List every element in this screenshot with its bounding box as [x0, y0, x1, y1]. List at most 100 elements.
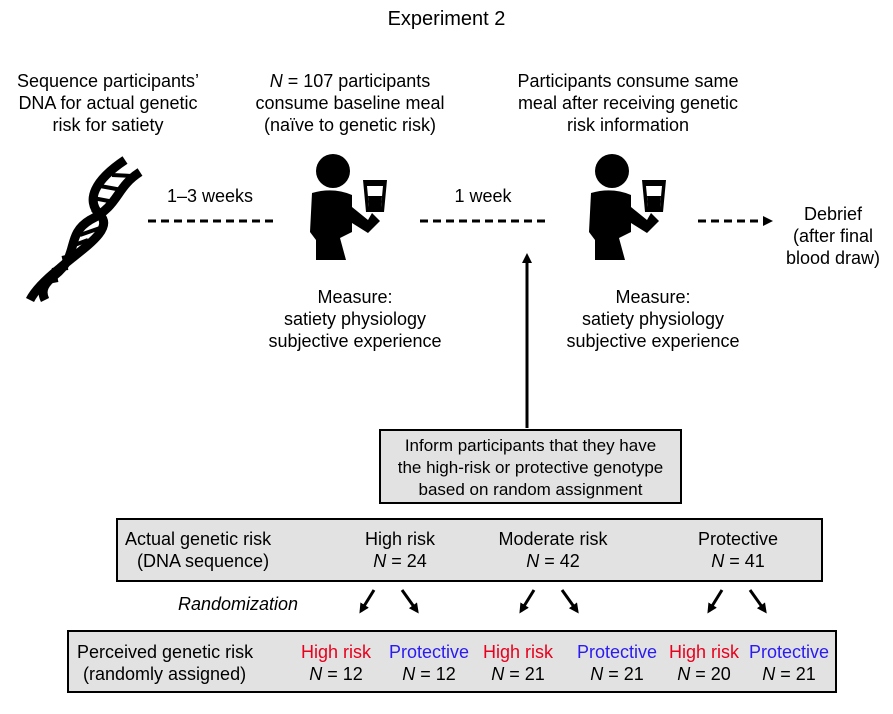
actual-risk-box: Actual genetic risk (DNA sequence) High …: [116, 518, 823, 582]
actual-group-moderate: Moderate risk N = 42: [478, 528, 628, 572]
count-value: 12: [342, 664, 363, 684]
actual-risk-label: Actual genetic risk (DNA sequence): [125, 528, 271, 572]
person-drinking-icon: [310, 154, 387, 260]
n-symbol: N: [491, 664, 505, 684]
second-meal-line-3: risk information: [566, 115, 690, 135]
sequence-line-3: risk for satiety: [52, 115, 164, 135]
randomization-arrow-2: [400, 589, 419, 614]
measure-item-subjective: subjective experience: [268, 331, 442, 351]
randomization-label: Randomization: [178, 594, 299, 614]
equals-sign: =: [724, 551, 745, 571]
sequence-line-2: DNA for actual genetic: [18, 93, 198, 113]
group-count: N = 12: [381, 663, 477, 685]
group-name: High risk: [300, 642, 371, 662]
dna-helix-icon: [25, 156, 143, 303]
sequence-line-1: Sequence participants’: [16, 71, 200, 91]
group-count: N = 24: [340, 550, 460, 572]
n-symbol: N: [711, 551, 725, 571]
group-name: Protective: [748, 642, 830, 662]
measure-item-satiety: satiety physiology: [581, 309, 725, 329]
baseline-line-2: consume baseline meal: [255, 93, 445, 113]
equals-sign: =: [322, 664, 343, 684]
perceived-risk-label-line-1: Perceived genetic risk: [77, 642, 254, 662]
debrief-text: Debrief (after final blood draw): [775, 203, 891, 269]
n-symbol: N: [677, 664, 691, 684]
equals-sign: =: [504, 664, 525, 684]
group-count: N = 12: [291, 663, 381, 685]
count-value: 20: [710, 664, 731, 684]
debrief-line-1: Debrief: [803, 204, 863, 224]
baseline-count: = 107 participants: [282, 71, 431, 91]
randomization-arrow-1: [359, 589, 376, 614]
actual-group-protective: Protective N = 41: [678, 528, 798, 572]
inform-line-1: Inform participants that they have: [404, 436, 657, 455]
perceived-group-3: High risk N = 21: [473, 641, 563, 685]
group-name: Protective: [576, 642, 658, 662]
actual-risk-label-line-2: (DNA sequence): [137, 551, 270, 571]
count-value: 21: [623, 664, 644, 684]
measure-item-satiety: satiety physiology: [283, 309, 427, 329]
measure-item-subjective: subjective experience: [566, 331, 740, 351]
second-meal-line-2: meal after receiving genetic: [517, 93, 739, 113]
diagram-title: Experiment 2: [387, 8, 506, 30]
randomization-arrow-6: [748, 589, 767, 614]
baseline-line-3: (naïve to genetic risk): [263, 115, 437, 135]
group-name: High risk: [364, 529, 435, 549]
perceived-risk-label-line-2: (randomly assigned): [83, 664, 247, 684]
equals-sign: =: [603, 664, 624, 684]
inform-line-2: the high-risk or protective genotype: [397, 458, 664, 477]
count-value: 41: [744, 551, 765, 571]
baseline-n-symbol: N: [269, 71, 283, 91]
baseline-step-text: N = 107 participants consume baseline me…: [235, 70, 465, 136]
group-name: Moderate risk: [498, 529, 608, 549]
group-count: N = 20: [659, 663, 749, 685]
equals-sign: =: [539, 551, 560, 571]
perceived-group-6: Protective N = 21: [743, 641, 835, 685]
group-count: N = 21: [473, 663, 563, 685]
group-name: Protective: [697, 529, 779, 549]
count-value: 12: [435, 664, 456, 684]
perceived-risk-label: Perceived genetic risk (randomly assigne…: [77, 641, 253, 685]
measure-heading: Measure:: [317, 287, 393, 307]
debrief-line-3: blood draw): [785, 248, 881, 268]
debrief-line-2: (after final: [792, 226, 874, 246]
inform-box: Inform participants that they have the h…: [379, 429, 682, 504]
count-value: 21: [524, 664, 545, 684]
equals-sign: =: [386, 551, 407, 571]
perceived-group-4: Protective N = 21: [569, 641, 665, 685]
baseline-line-1: N = 107 participants: [235, 70, 465, 92]
perceived-group-1: High risk N = 12: [291, 641, 381, 685]
n-symbol: N: [762, 664, 776, 684]
measure-block-second: Measure: satiety physiology subjective e…: [548, 286, 758, 352]
group-name: Protective: [388, 642, 470, 662]
randomization-arrow-3: [519, 589, 536, 614]
n-symbol: N: [590, 664, 604, 684]
group-name: High risk: [482, 642, 553, 662]
randomization-arrow-4: [560, 589, 579, 614]
measure-heading: Measure:: [615, 287, 691, 307]
equals-sign: =: [415, 664, 436, 684]
n-symbol: N: [373, 551, 387, 571]
count-value: 42: [559, 551, 580, 571]
sequence-step-text: Sequence participants’ DNA for actual ge…: [0, 70, 216, 136]
count-value: 21: [795, 664, 816, 684]
measure-block-baseline: Measure: satiety physiology subjective e…: [255, 286, 455, 352]
n-symbol: N: [402, 664, 416, 684]
group-count: N = 42: [478, 550, 628, 572]
n-symbol: N: [309, 664, 323, 684]
n-symbol: N: [526, 551, 540, 571]
randomization-arrow-5: [707, 589, 724, 614]
person-drinking-icon: [589, 154, 666, 260]
count-value: 24: [406, 551, 427, 571]
second-meal-step-text: Participants consume same meal after rec…: [498, 70, 758, 136]
equals-sign: =: [690, 664, 711, 684]
equals-sign: =: [775, 664, 796, 684]
inform-line-3: based on random assignment: [418, 480, 643, 499]
interval-label-first: 1–3 weeks: [166, 186, 254, 206]
actual-group-high: High risk N = 24: [340, 528, 460, 572]
actual-risk-label-line-1: Actual genetic risk: [125, 529, 272, 549]
second-meal-line-1: Participants consume same: [517, 71, 739, 91]
perceived-group-5: High risk N = 20: [659, 641, 749, 685]
group-count: N = 21: [743, 663, 835, 685]
